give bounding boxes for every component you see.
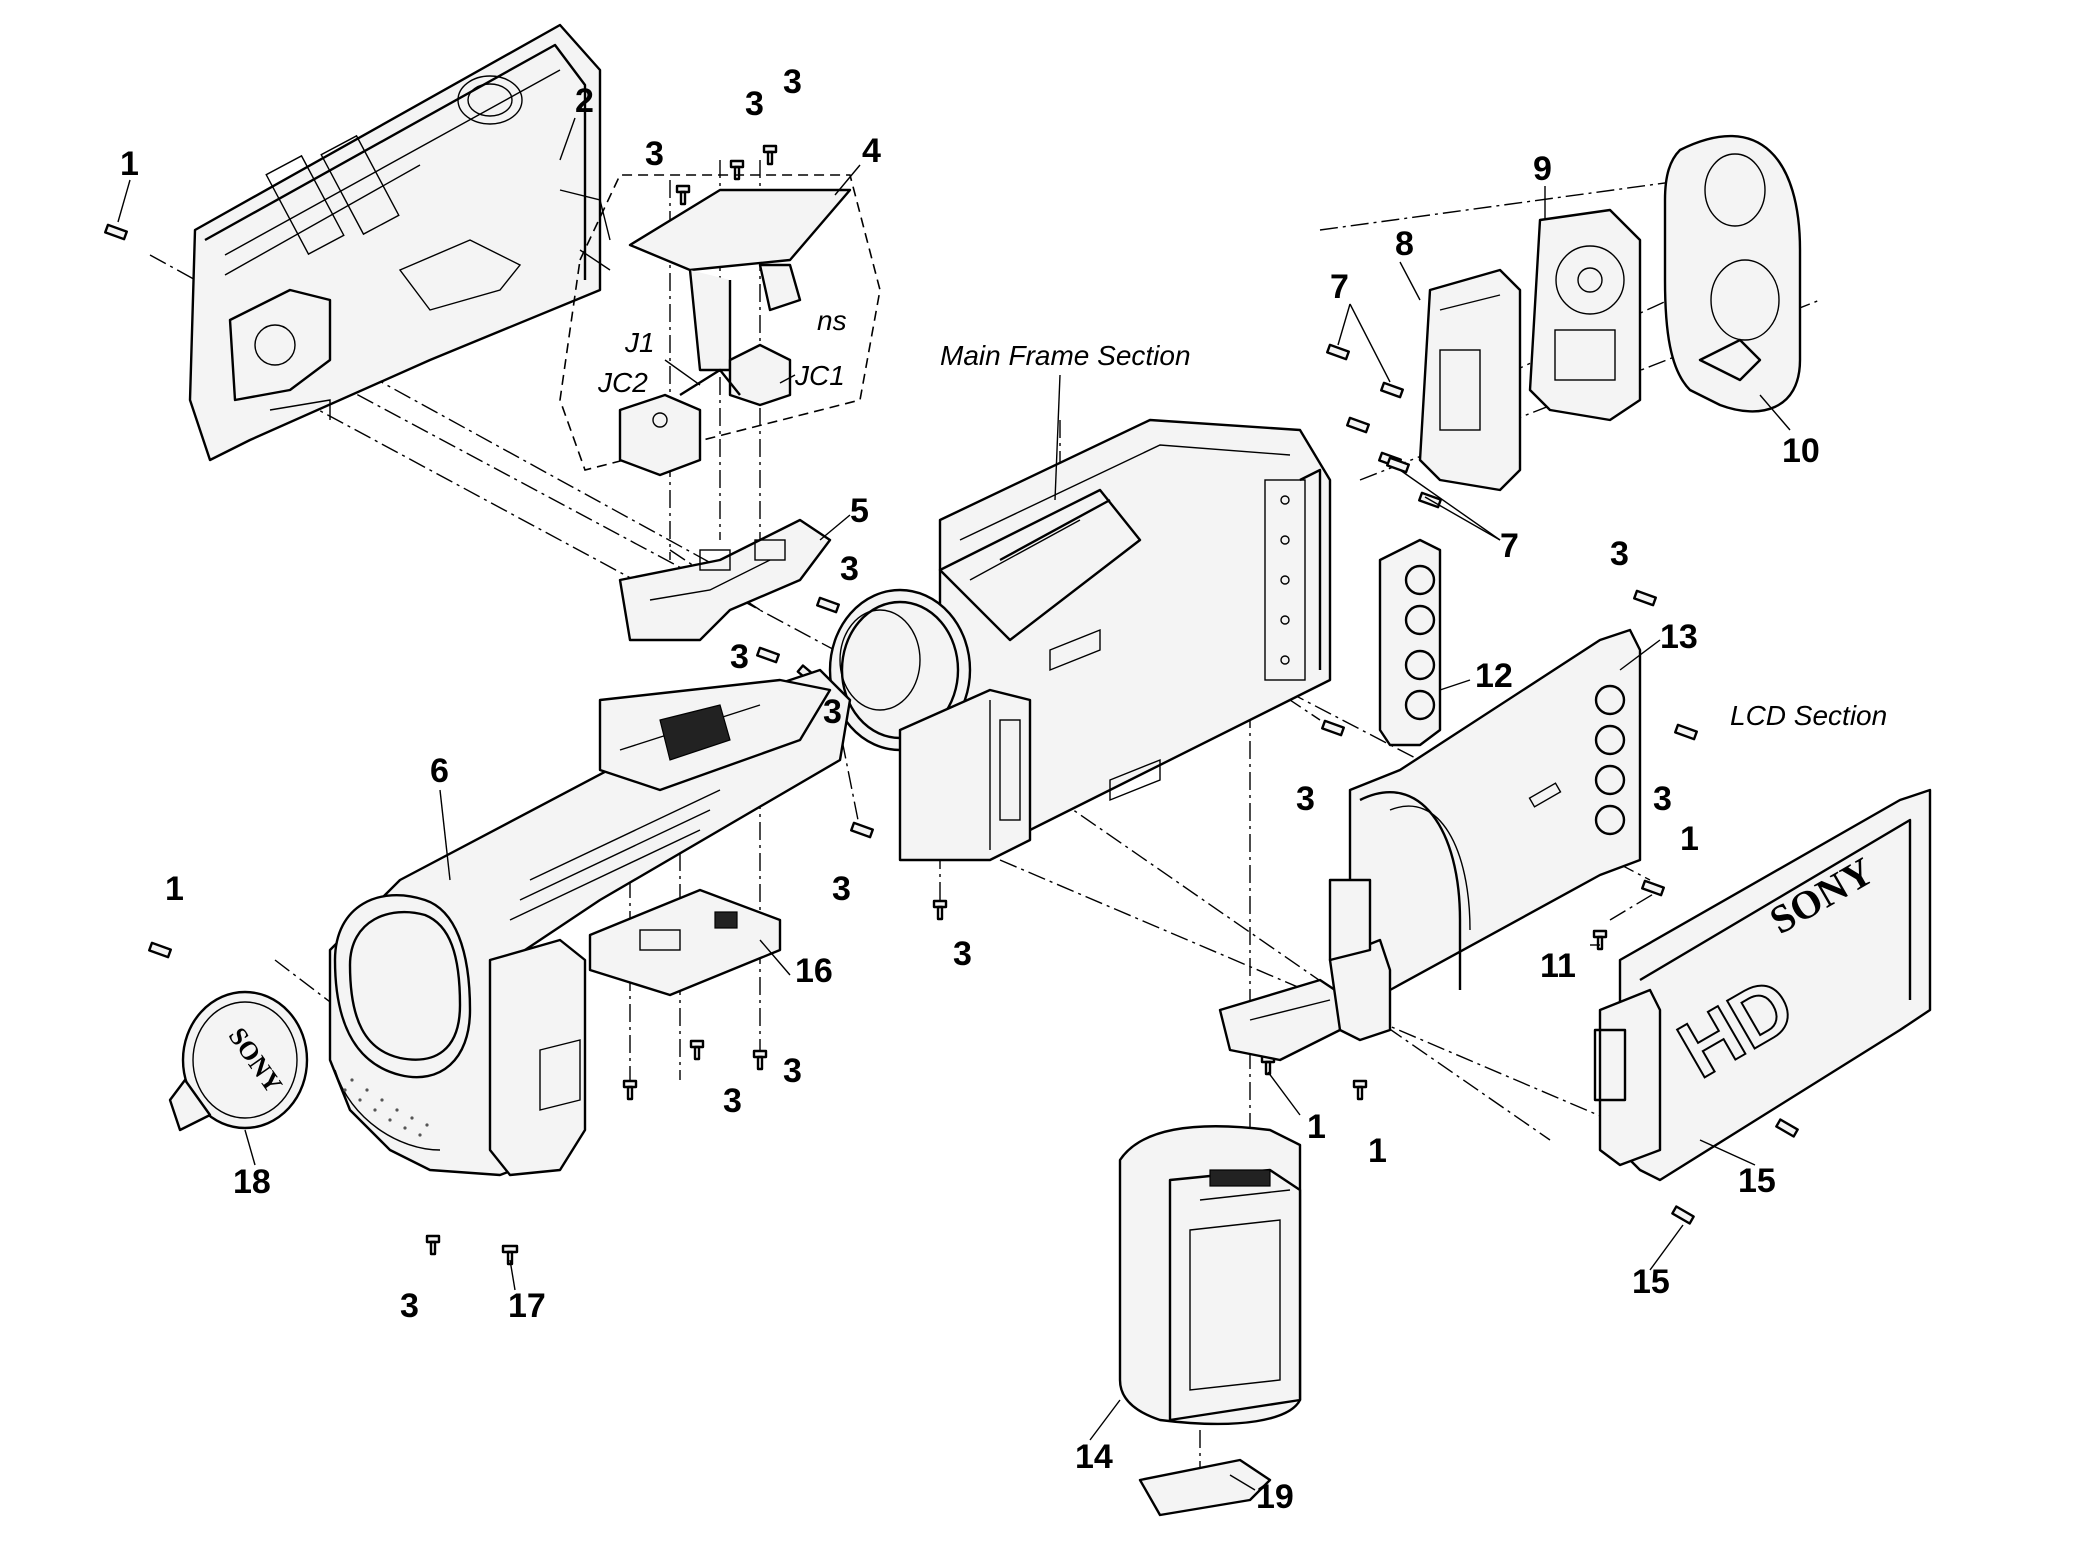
callout-14: 14: [1075, 1438, 1113, 1476]
part-holder-plate: [618, 518, 832, 642]
part-battery: [1118, 1125, 1302, 1426]
callout-7: 7: [1330, 268, 1349, 306]
callout-3: 3: [823, 693, 842, 731]
callout-1: 1: [1307, 1108, 1326, 1146]
screw-glyphs: [104, 144, 1799, 1266]
part-lcd-holder-frame: [1218, 628, 1642, 1062]
callout-13: 13: [1660, 618, 1698, 656]
callout-3: 3: [832, 870, 851, 908]
part-inner-bracket: [1528, 208, 1642, 422]
part-label-strip: [1138, 1458, 1272, 1517]
connector-label-jc2: JC2: [597, 367, 648, 398]
part-lcd-panel: SONY HD: [1593, 788, 1932, 1182]
callout-5: 5: [850, 492, 869, 530]
callout-3: 3: [1610, 535, 1629, 573]
callout-8: 8: [1395, 225, 1414, 263]
callout-19: 19: [1256, 1478, 1294, 1516]
callout-1: 1: [120, 145, 139, 183]
callout-3: 3: [783, 1052, 802, 1090]
part-rear-cover: [1663, 134, 1802, 413]
lcd-section-label: LCD Section: [1730, 700, 1887, 731]
callout-3: 3: [953, 935, 972, 973]
callout-2: 2: [575, 82, 594, 120]
callout-10: 10: [1782, 432, 1820, 470]
callout-3: 3: [400, 1287, 419, 1325]
callout-3: 3: [730, 638, 749, 676]
part-small-board: [588, 888, 782, 997]
callout-4: 4: [862, 132, 881, 170]
callout-18: 18: [233, 1163, 271, 1201]
connector-label-ns: ns: [817, 305, 847, 336]
callout-3: 3: [783, 63, 802, 101]
callout-3: 3: [745, 85, 764, 123]
main-frame-assembly: [828, 418, 1332, 862]
callout-3: 3: [1296, 780, 1315, 818]
callout-3: 3: [645, 135, 664, 173]
callout-12: 12: [1475, 657, 1513, 695]
callout-15: 15: [1738, 1162, 1776, 1200]
callout-3: 3: [1653, 780, 1672, 818]
part-side-panel: [1418, 268, 1522, 492]
part-lens-cap: SONY: [168, 990, 309, 1132]
callout-1: 1: [1680, 820, 1699, 858]
callout-leaders: [117, 117, 1791, 1491]
callout-labels: 1 2 3 3 3 4 8 9 7 10 7 5 3 3 3 3 13 12 6…: [120, 63, 1820, 1516]
speaker-grille: [343, 1078, 429, 1137]
main-frame-section-label: Main Frame Section: [940, 340, 1191, 371]
callout-11: 11: [1540, 947, 1576, 985]
callout-17: 17: [508, 1287, 546, 1325]
part-switch-board: [1378, 538, 1442, 747]
connector-label-j1: J1: [624, 327, 655, 358]
callout-6: 6: [430, 752, 449, 790]
part-front-case: [328, 668, 852, 1177]
callout-3: 3: [840, 550, 859, 588]
part-board-assembly: [559, 174, 881, 477]
part-rear-case: [188, 23, 611, 462]
callout-16: 16: [795, 952, 833, 990]
connector-label-jc1: JC1: [794, 360, 845, 391]
callout-3: 3: [723, 1082, 742, 1120]
callout-1: 1: [165, 870, 184, 908]
callout-7: 7: [1500, 527, 1519, 565]
callout-9: 9: [1533, 150, 1552, 188]
callout-1: 1: [1368, 1132, 1387, 1170]
